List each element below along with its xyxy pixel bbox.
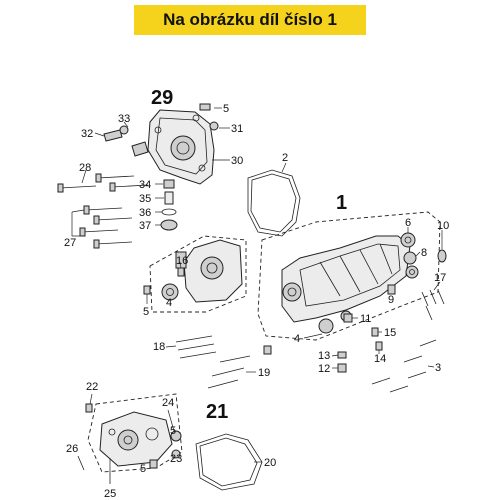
- bearing-4-left: [161, 283, 179, 301]
- callout-10: 10: [437, 220, 449, 232]
- callout-3: 3: [435, 362, 441, 374]
- callout-36: 36: [139, 207, 151, 219]
- part-16: [177, 267, 185, 277]
- seal-10: [437, 249, 447, 263]
- callout-2: 2: [282, 152, 288, 164]
- callout-5-lower: 5: [170, 425, 176, 437]
- callout-32: 32: [81, 128, 93, 140]
- part-22: [85, 403, 93, 413]
- callout-4-lower: 4: [294, 333, 300, 345]
- group-label-21: 21: [206, 401, 228, 423]
- group-label-1: 1: [336, 192, 347, 214]
- callout-35: 35: [139, 193, 151, 205]
- callout-23: 23: [170, 453, 182, 465]
- filter-stack-34-37: [160, 179, 178, 231]
- callout-27: 27: [64, 237, 76, 249]
- part-15: [371, 327, 379, 337]
- callout-9: 9: [388, 294, 394, 306]
- bolts-17: [421, 289, 445, 321]
- callout-13: 13: [318, 350, 330, 362]
- part-23: [171, 449, 181, 459]
- callout-16: 16: [176, 255, 188, 267]
- left-cover-21: [99, 411, 173, 467]
- bearing-8b: [405, 265, 419, 279]
- shafts-18: [175, 335, 217, 359]
- dowel-9: [387, 284, 396, 295]
- cover-29-assembly: [103, 109, 215, 185]
- callout-30: 30: [231, 155, 243, 167]
- callout-5-bottom: 5: [140, 463, 146, 475]
- bolts-3: [371, 339, 437, 393]
- callout-14: 14: [374, 353, 386, 365]
- callout-11: 11: [360, 313, 371, 325]
- callout-8: 8: [421, 247, 427, 259]
- gasket-20: [195, 433, 263, 491]
- callout-24: 24: [162, 397, 174, 409]
- title-banner: Na obrázku díl číslo 1: [134, 5, 366, 35]
- part-11: [343, 313, 353, 323]
- callout-33: 33: [118, 113, 130, 125]
- part-14: [375, 341, 383, 351]
- plug-5-top: [199, 103, 211, 111]
- callout-25: 25: [104, 488, 116, 500]
- callout-26: 26: [66, 443, 78, 455]
- bolt-26: [77, 455, 85, 471]
- callout-31: 31: [231, 123, 243, 135]
- plug-5-mid: [143, 285, 151, 295]
- callout-4-left: 4: [166, 297, 172, 309]
- callout-17: 17: [434, 272, 446, 284]
- banner-text: Na obrázku díl číslo 1: [163, 10, 337, 29]
- callout-22: 22: [86, 381, 98, 393]
- callout-28: 28: [79, 162, 91, 174]
- plug-5-low: [263, 345, 272, 355]
- callout-5: 5: [223, 103, 229, 115]
- group-1-frame: [257, 211, 441, 341]
- callout-5-mid: 5: [143, 306, 149, 318]
- gasket-2: [247, 169, 301, 237]
- group-label-29: 29: [151, 87, 173, 109]
- bearing-8a: [403, 251, 417, 265]
- callout-12: 12: [318, 363, 330, 375]
- callout-37: 37: [139, 220, 151, 232]
- bolts-28: [57, 173, 149, 193]
- callout-20: 20: [264, 457, 276, 469]
- plug-5-bottom: [149, 459, 158, 469]
- shafts-19: [207, 355, 251, 389]
- callout-19: 19: [258, 367, 270, 379]
- callout-18: 18: [153, 341, 165, 353]
- part-24: [170, 430, 182, 442]
- callout-34: 34: [139, 179, 151, 191]
- bearing-6: [400, 232, 416, 248]
- cylinder-block: [175, 239, 243, 303]
- bolts-27: [79, 205, 133, 249]
- part-12: [337, 363, 347, 373]
- callout-labels: 5 31 30 33 32 28 27 34 35 36 37 2 6 8 10…: [64, 103, 449, 500]
- callout-15: 15: [384, 327, 396, 339]
- callout-6: 6: [405, 217, 411, 229]
- washer-31: [209, 121, 219, 131]
- part-13: [337, 351, 347, 359]
